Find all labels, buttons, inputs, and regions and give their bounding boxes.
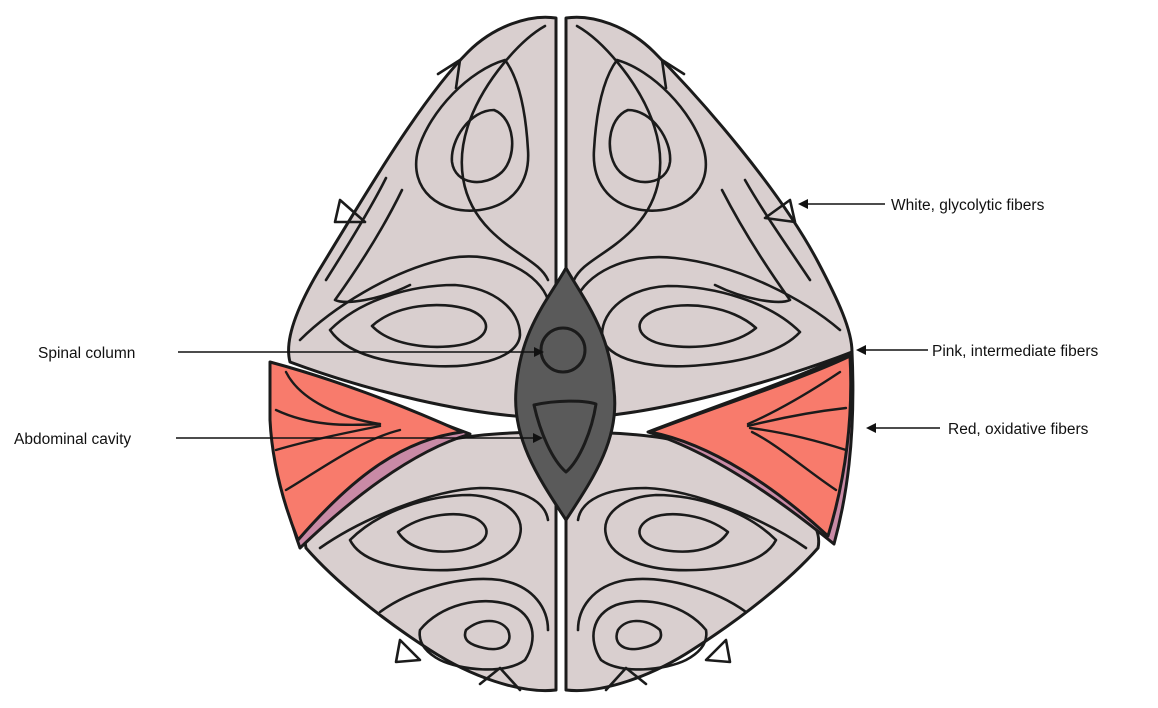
label-red-fibers: Red, oxidative fibers bbox=[948, 421, 1089, 438]
arrow-red-fibers bbox=[866, 423, 940, 433]
spinal-column-circle bbox=[541, 328, 585, 372]
label-white-fibers: White, glycolytic fibers bbox=[891, 197, 1045, 214]
arrow-white-fibers bbox=[798, 199, 885, 209]
label-pink-fibers: Pink, intermediate fibers bbox=[932, 343, 1099, 360]
white-muscle-upper-left bbox=[289, 17, 556, 418]
arrow-pink-fibers bbox=[856, 345, 928, 355]
label-spinal-column: Spinal column bbox=[38, 345, 135, 362]
label-abdominal-cavity: Abdominal cavity bbox=[14, 431, 131, 448]
